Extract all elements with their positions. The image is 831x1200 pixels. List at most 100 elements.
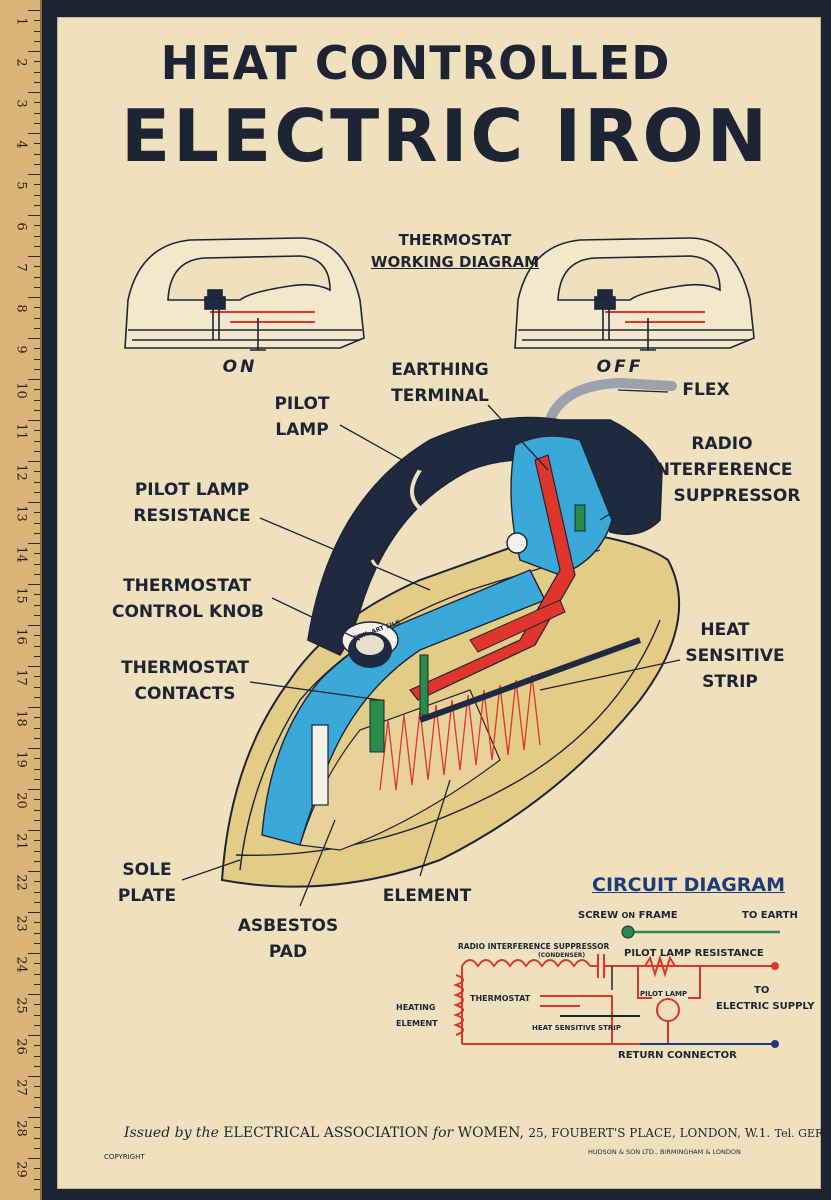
label-asbestos-1: ASBESTOS — [237, 916, 339, 936]
ruler-tick — [34, 81, 40, 83]
ruler-tick — [34, 727, 40, 729]
label-pilot-lamp-resistance-2: RESISTANCE — [133, 506, 251, 526]
ruler-tick — [34, 276, 40, 278]
ruler-tick — [28, 215, 40, 216]
ruler-tick — [34, 61, 40, 63]
ruler-tick — [34, 1055, 40, 1057]
ruler-tick — [34, 440, 40, 442]
ruler-tick — [34, 809, 40, 811]
ruler-tick — [28, 912, 40, 913]
label-contacts-2: CONTACTS — [134, 684, 236, 704]
ruler-tick — [34, 1106, 40, 1108]
ruler-tick — [34, 522, 40, 524]
ruler-tick — [34, 942, 40, 944]
thermostat-on-diagram — [124, 237, 365, 351]
ruler-tick — [28, 707, 40, 708]
ruler-tick — [34, 1178, 40, 1180]
ruler-tick — [34, 430, 40, 432]
circuit-heating-element-1: HEATING — [396, 1003, 436, 1012]
ruler-tick — [28, 994, 40, 995]
ruler-tick — [34, 768, 40, 770]
off-label: OFF — [596, 357, 644, 377]
ruler-tick — [34, 819, 40, 821]
ruler-tick — [34, 1045, 40, 1047]
ruler-tick — [28, 461, 40, 462]
footer-org: ELECTRICAL ASSOCIATION — [223, 1125, 429, 1141]
ruler-tick — [34, 614, 40, 616]
ruler-tick — [34, 71, 40, 73]
ruler-tick — [34, 563, 40, 565]
label-pilot-lamp-1: PILOT — [274, 394, 330, 414]
ruler-tick — [28, 174, 40, 175]
ruler-tick — [28, 871, 40, 872]
circuit-diagram — [453, 925, 780, 1048]
footer-copyright: COPYRIGHT — [104, 1153, 145, 1161]
ruler-tick — [34, 409, 40, 411]
ruler-tick — [34, 1014, 40, 1016]
poster-title-line1: HEAT CONTROLLED — [160, 36, 671, 90]
ruler-tick — [34, 471, 40, 473]
ruler-tick — [34, 594, 40, 596]
ruler-tick — [34, 399, 40, 401]
ruler-tick — [34, 450, 40, 452]
label-control-knob-2: CONTROL KNOB — [112, 602, 264, 622]
ruler-tick — [34, 286, 40, 288]
ruler-tick — [34, 717, 40, 719]
ruler-tick — [28, 10, 40, 11]
poster-title-line2: ELECTRIC IRON — [120, 94, 771, 178]
ruler-tick — [34, 1096, 40, 1098]
ruler-tick — [34, 153, 40, 155]
ruler-tick — [34, 635, 40, 637]
ruler-tick — [34, 368, 40, 370]
ruler-tick — [34, 481, 40, 483]
ruler-tick — [28, 379, 40, 380]
footer-women: WOMEN, — [457, 1125, 524, 1141]
thermostat-off-diagram — [514, 237, 755, 351]
ruler-tick — [28, 51, 40, 52]
ruler-tick — [34, 901, 40, 903]
circuit-to-supply-2: ELECTRIC SUPPLY — [716, 1001, 815, 1012]
label-heat-strip-1: HEAT — [700, 620, 750, 640]
ruler-tick — [28, 1158, 40, 1159]
ruler-tick — [34, 778, 40, 780]
circuit-thermostat: THERMOSTAT — [470, 994, 531, 1003]
ruler-tick — [34, 184, 40, 186]
ruler-tick — [34, 686, 40, 688]
ruler-tick — [34, 573, 40, 575]
ruler-tick — [34, 645, 40, 647]
ruler-tick — [34, 358, 40, 360]
footer-printer: HUDSON & SON LTD., BIRMINGHAM & LONDON — [588, 1148, 741, 1156]
circuit-return-connector: RETURN CONNECTOR — [618, 1050, 737, 1061]
label-control-knob-1: THERMOSTAT — [123, 576, 251, 596]
ruler-tick — [28, 1076, 40, 1077]
ruler-tick — [34, 235, 40, 237]
ruler-tick — [28, 1035, 40, 1036]
ruler-tick — [34, 973, 40, 975]
label-flex: FLEX — [682, 380, 730, 400]
ruler-tick — [28, 748, 40, 749]
footer-for: for — [432, 1125, 454, 1141]
footer-tel: Tel. GER. 5212. — [774, 1127, 831, 1140]
ruler-tick — [28, 92, 40, 93]
ruler-tick — [28, 830, 40, 831]
circuit-diagram-title: CIRCUIT DIAGRAM — [592, 874, 786, 896]
ruler-tick — [34, 553, 40, 555]
ruler-tick — [28, 625, 40, 626]
ruler-tick — [28, 420, 40, 421]
ruler-tick — [34, 655, 40, 657]
ruler-tick — [34, 102, 40, 104]
ruler-tick — [34, 696, 40, 698]
label-radio-2: INTERFERENCE — [649, 460, 793, 480]
circuit-radio-suppressor: RADIO INTERFERENCE SUPPRESSOR — [458, 942, 610, 951]
ruler-tick — [34, 122, 40, 124]
label-earthing-terminal-1: EARTHING — [391, 360, 489, 380]
ruler-tick — [34, 737, 40, 739]
label-sole-plate-1: SOLE — [122, 860, 172, 880]
ruler-tick — [34, 758, 40, 760]
ruler-tick — [34, 266, 40, 268]
ruler-tick — [34, 112, 40, 114]
footer-credit: Issued by the ELECTRICAL ASSOCIATION for… — [124, 1125, 831, 1141]
circuit-to-supply-1: TO — [754, 985, 770, 996]
label-contacts-1: THERMOSTAT — [121, 658, 249, 678]
